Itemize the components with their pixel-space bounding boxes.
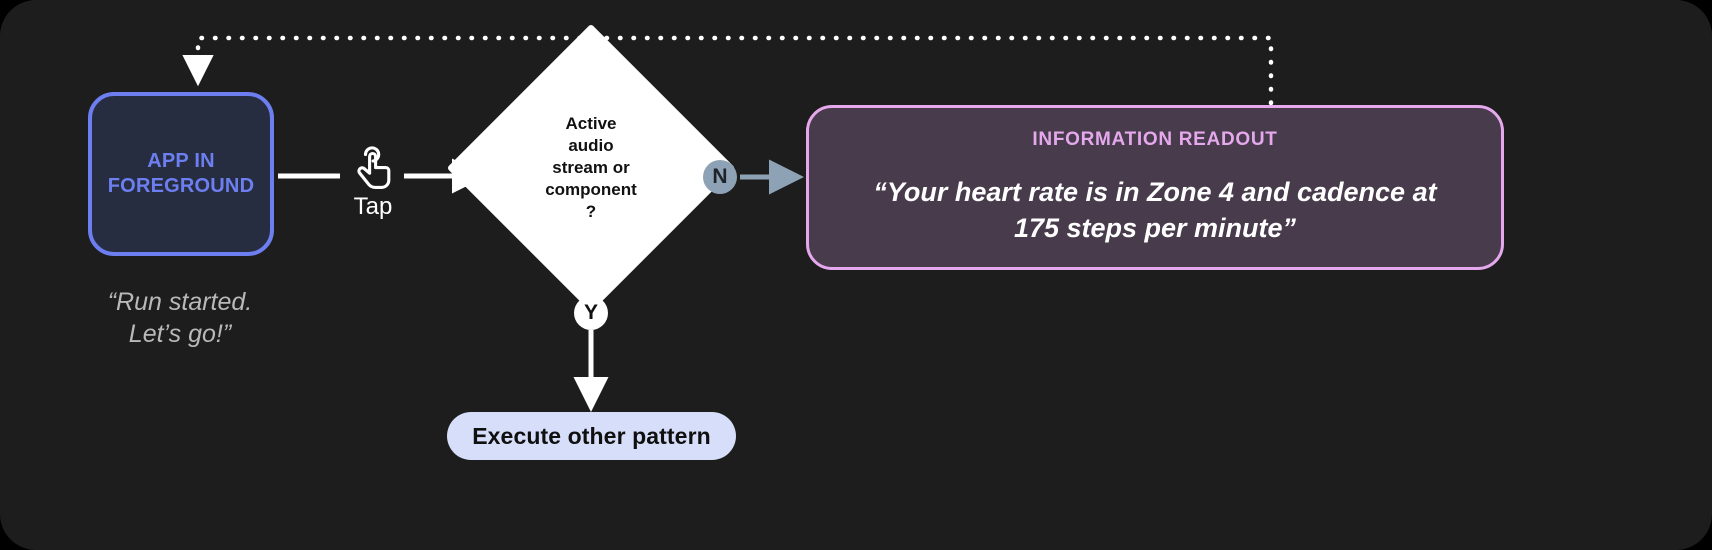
branch-badge-yes-label: Y — [583, 301, 598, 324]
node-information-readout[interactable]: INFORMATION READOUT “Your heart rate is … — [806, 105, 1504, 270]
app-node-label-line2: FOREGROUND — [107, 175, 255, 197]
app-quote-line1: “Run started. — [107, 288, 253, 316]
decision-label: Active audio stream or component ? — [489, 66, 693, 270]
decision-line-2: audio — [568, 135, 614, 155]
decision-line-4: component — [545, 180, 637, 200]
readout-body-line1: “Your heart rate is in Zone 4 and cadenc… — [873, 176, 1437, 207]
branch-badge-yes: Y — [574, 296, 608, 330]
decision-line-5: ? — [585, 202, 597, 222]
connector-feedback-dotted — [182, 35, 1274, 106]
execute-node-label: Execute other pattern — [472, 422, 711, 449]
app-node-label-line1: APP IN — [147, 149, 215, 172]
decision-line-3: stream or — [552, 157, 630, 177]
node-execute-other-pattern[interactable]: Execute other pattern — [447, 412, 736, 460]
readout-body-line2: 175 steps per minute” — [1013, 212, 1297, 243]
tap-gesture-icon — [357, 146, 391, 189]
tap-gesture-label: Tap — [353, 193, 393, 220]
branch-badge-no: N — [703, 160, 737, 194]
app-node-quote: “Run started. Let’s go!” — [60, 286, 300, 350]
readout-title: INFORMATION READOUT — [1032, 128, 1278, 150]
node-decision-active-audio[interactable]: Active audio stream or component ? — [446, 23, 736, 313]
node-app-in-foreground[interactable]: APP IN FOREGROUND — [88, 92, 274, 256]
readout-body: “Your heart rate is in Zone 4 and cadenc… — [833, 175, 1476, 246]
app-node-label: APP IN FOREGROUND — [108, 149, 254, 200]
app-quote-line2: Let’s go!” — [128, 320, 232, 348]
decision-line-1: Active — [565, 113, 617, 133]
branch-badge-no-label: N — [712, 165, 728, 188]
tap-gesture-group: Tap — [330, 142, 416, 220]
